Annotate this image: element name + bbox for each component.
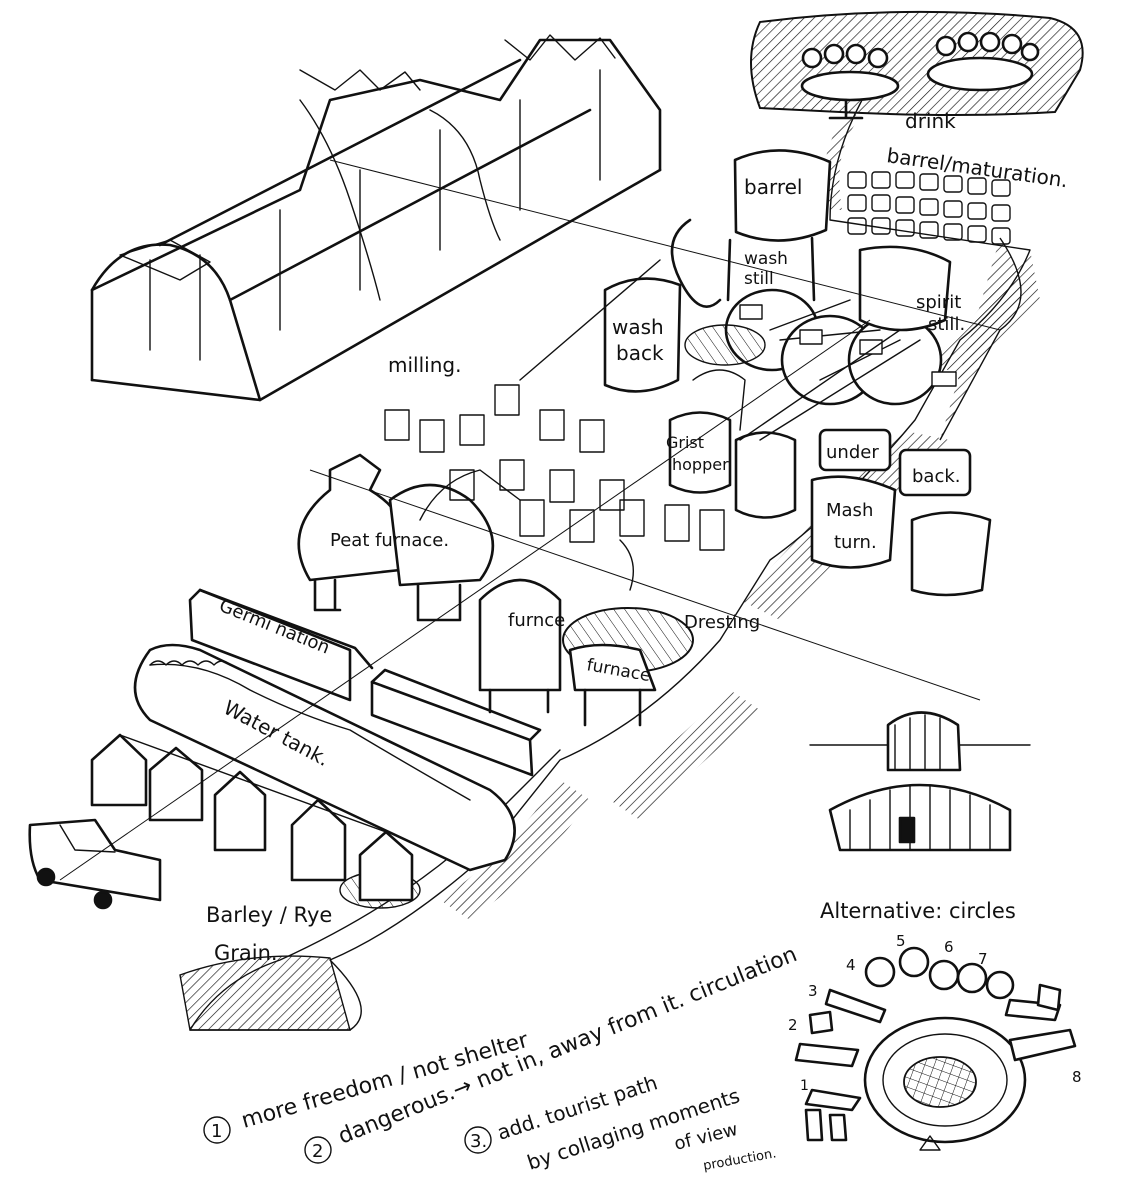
alternative-tent — [809, 711, 1031, 852]
label-alternative: Alternative: circles — [820, 899, 1016, 923]
label-drink: drink — [905, 109, 956, 133]
milling-sheds — [90, 34, 662, 402]
note-marker-3: 3. — [470, 1131, 487, 1152]
label-grain: Grain. — [214, 941, 278, 965]
circle-number-6: 6 — [944, 938, 954, 956]
label-barrel-maturation: barrel/maturation. — [885, 143, 1069, 192]
grid-lines — [59, 159, 1001, 881]
delivery-truck — [28, 818, 162, 910]
note-3-line-4: production. — [702, 1146, 777, 1174]
label-under-back-1: under — [826, 442, 879, 463]
circle-number-7: 7 — [978, 950, 988, 968]
barrel-racks — [847, 171, 1011, 245]
label-spirit-still-1: spirit — [916, 292, 961, 313]
circle-number-3: 3 — [808, 982, 818, 1000]
label-grist-hopper-2: hopper — [672, 455, 729, 474]
still-house — [519, 149, 992, 597]
label-barley-rye: Barley / Rye — [206, 903, 332, 927]
circle-number-2: 2 — [788, 1016, 798, 1034]
note-marker-1: 1 — [211, 1121, 222, 1142]
circle-number-1: 1 — [800, 1078, 809, 1094]
label-wash-still-2: still — [744, 269, 774, 289]
label-milling: milling. — [388, 353, 461, 377]
label-dressing: Dresting — [684, 612, 760, 633]
note-marker-2: 2 — [312, 1141, 323, 1162]
label-mash-turn-2: turn. — [834, 532, 877, 553]
circle-plan-numbers: 1 2 3 4 5 6 7 8 — [788, 932, 1082, 1094]
label-peat-furnace: Peat furnace. — [330, 530, 449, 551]
drink-area — [750, 10, 1084, 120]
label-wash-back-1: wash — [612, 315, 664, 339]
circle-number-4: 4 — [846, 956, 856, 974]
label-barrel: barrel — [744, 175, 802, 199]
label-mash-turn-1: Mash — [826, 500, 873, 521]
circle-plan — [794, 946, 1077, 1151]
label-wash-still-1: wash — [744, 249, 788, 269]
label-furnace-1: furnce — [508, 610, 565, 631]
label-wash-back-2: back — [616, 341, 664, 365]
label-spirit-still-2: still. — [928, 314, 965, 335]
circle-number-8: 8 — [1072, 1068, 1082, 1086]
circle-number-5: 5 — [896, 932, 906, 950]
label-grist-hopper-1: Grist — [666, 433, 704, 452]
grain-silos — [90, 733, 414, 902]
peat-furnace — [297, 384, 725, 727]
label-under-back-2: back. — [912, 466, 961, 487]
